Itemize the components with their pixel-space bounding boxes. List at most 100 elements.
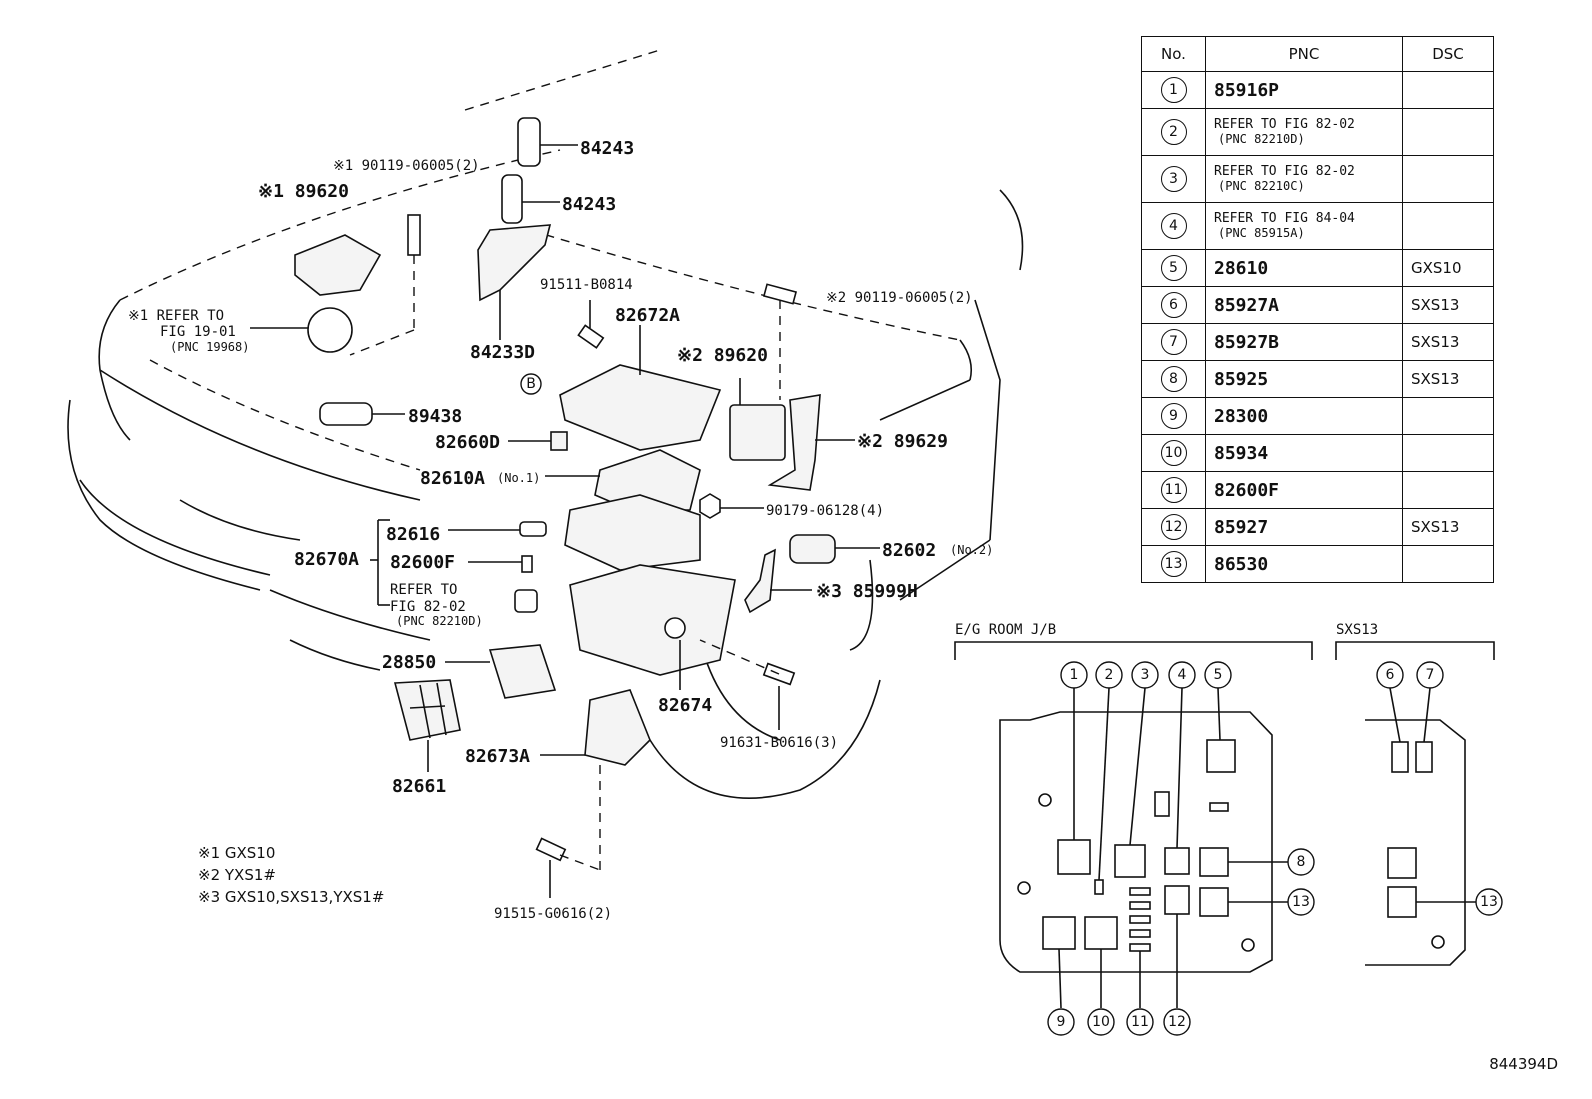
label-refer-19-01-line3: (PNC 19968) [170,340,249,354]
bracket-84233d [477,224,552,340]
row-number-badge: 9 [1160,403,1187,429]
label-89620-right: ※2 89620 [677,345,768,366]
row-dsc: SXS13 [1402,508,1494,546]
row-pnc: 85934 [1214,442,1269,464]
row-pnc-cell: 28300 [1205,397,1403,435]
row-no-cell: 5 [1141,249,1206,287]
row-number-badge: 11 [1160,477,1187,503]
row-no-cell: 11 [1141,471,1206,509]
label-82610a: 82610A [420,468,485,489]
footnotes: ※1 GXS10 ※2 YXS1# ※3 GXS10,SXS13,YXS1# [198,842,384,908]
row-number-badge: 5 [1160,255,1187,281]
pnc-table-header: No. PNC DSC [1141,36,1494,72]
label-82610a-sub: (No.1) [497,471,540,485]
row-dsc [1402,471,1494,509]
label-90119-left: ※1 90119-06005(2) [333,158,480,174]
label-91515: 91515-G0616(2) [494,906,612,922]
row-pnc: REFER TO FIG 84-04 [1214,211,1355,226]
row-no-cell: 8 [1141,360,1206,398]
label-82670a: 82670A [294,549,359,570]
label-refer-82-02-line1: REFER TO [390,582,457,598]
row-number-badge: 6 [1160,292,1187,318]
callout-11: 11 [1131,1014,1149,1030]
label-89629: ※2 89629 [857,431,948,452]
label-28850: 28850 [382,652,436,673]
callout-10: 10 [1092,1014,1110,1030]
row-dsc [1402,397,1494,435]
row-dsc [1402,434,1494,472]
row-no-cell: 2 [1141,108,1206,156]
row-dsc [1402,202,1494,250]
row-number-badge: 12 [1160,514,1187,540]
table-row: 9 28300 [1141,397,1494,435]
row-dsc [1402,71,1494,109]
row-pnc-cell: 86530 [1205,545,1403,583]
part-labels: 84243 84243 ※1 90119-06005(2) ※1 89620 9… [128,138,993,922]
row-dsc: SXS13 [1402,360,1494,398]
label-refer-19-01-line2: FIG 19-01 [160,324,236,340]
row-number-badge: 3 [1160,166,1187,192]
row-pnc-cell: 85927 [1205,508,1403,546]
cover-82672a [559,325,722,451]
row-dsc [1402,108,1494,156]
callout-7: 7 [1426,667,1435,683]
sxs13-title: SXS13 [1336,622,1378,638]
row-no-cell: 7 [1141,323,1206,361]
fastener-84243-lower [501,174,560,224]
vehicle-outline [67,49,1024,799]
bolt-91631 [699,639,796,730]
row-number-badge: 10 [1160,440,1187,466]
row-no-cell: 9 [1141,397,1206,435]
row-pnc: 85927A [1214,294,1280,316]
footnote-2: ※2 YXS1# [198,866,276,884]
clip-82660d [508,431,568,451]
fastener-84243-upper [517,117,578,167]
callout-8: 8 [1297,854,1306,870]
row-pnc-cell: 85927A [1205,286,1403,324]
row-dsc: SXS13 [1402,323,1494,361]
label-82616: 82616 [386,524,440,545]
row-dsc: GXS10 [1402,249,1494,287]
row-pnc: 82600F [1214,479,1280,501]
label-82661: 82661 [392,776,446,797]
bolt-90119-left [349,214,421,356]
bolt-91511 [577,300,605,349]
bolt-90119-right [762,283,798,400]
row-pnc-cell: 85925 [1205,360,1403,398]
callout-6: 6 [1386,667,1395,683]
label-82600f: 82600F [390,552,455,573]
row-no-cell: 3 [1141,155,1206,203]
label-82602-sub: (No.2) [950,543,993,557]
row-number-badge: 4 [1160,213,1187,239]
label-90179: 90179-06128(4) [766,503,884,519]
row-pnc-ref: (PNC 82210D) [1218,132,1305,146]
bracket-85999h [744,548,812,614]
label-82674: 82674 [658,695,712,716]
figure-id: 844394D [1489,1055,1558,1073]
callout-1: 1 [1070,667,1079,683]
row-pnc-cell: 85916P [1205,71,1403,109]
box-82674 [569,564,736,690]
label-82660d: 82660D [435,432,500,453]
label-84243-upper: 84243 [580,138,634,159]
row-pnc: 85916P [1214,79,1280,101]
row-pnc-cell: REFER TO FIG 82-02(PNC 82210D) [1205,108,1403,156]
table-row: 5 28610 GXS10 [1141,249,1494,287]
row-number-badge: 7 [1160,329,1187,355]
row-number-badge: 1 [1160,77,1187,103]
label-85999h: ※3 85999H [816,581,918,602]
label-82672a: 82672A [615,305,680,326]
row-no-cell: 1 [1141,71,1206,109]
footnote-3: ※3 GXS10,SXS13,YXS1# [198,888,385,906]
cover-82673a [540,689,651,870]
label-89438: 89438 [408,406,462,427]
row-pnc: REFER TO FIG 82-02 [1214,164,1355,179]
callout-5: 5 [1214,667,1223,683]
callout-13-eg: 13 [1292,894,1310,910]
row-pnc-ref: (PNC 82210C) [1218,179,1305,193]
row-pnc: 28610 [1214,257,1269,279]
